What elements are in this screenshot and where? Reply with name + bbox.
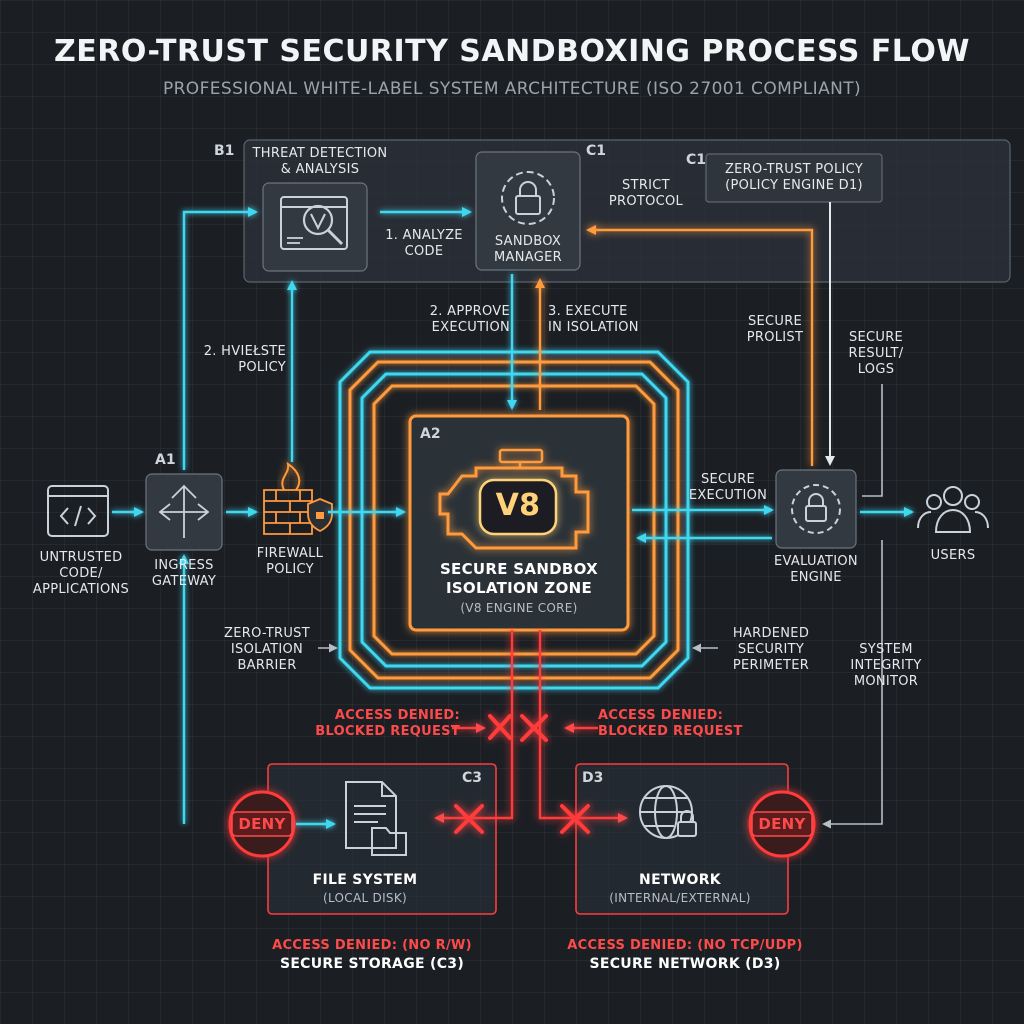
flow-zero-trust-barrier: ZERO-TRUST ISOLATION BARRIER <box>224 626 310 673</box>
flow-denied-left: ACCESS DENIED: BLOCKED REQUEST <box>315 708 460 739</box>
tag-c1-policy: C1 <box>686 152 707 168</box>
flow-system-integrity: SYSTEM INTEGRITY MONITOR <box>850 642 922 689</box>
threat-detection-icon <box>262 182 368 272</box>
flow-approve-execution: 2. APPROVE EXECUTION <box>429 304 510 335</box>
file-system-icon <box>345 781 407 856</box>
firewall-icon <box>263 461 333 535</box>
deny-left-label: DENY <box>238 815 286 833</box>
users-label: USERS <box>930 548 976 563</box>
arrow-gateway-to-threat <box>182 207 258 470</box>
network-label: NETWORK <box>639 872 721 888</box>
tag-b1: B1 <box>214 143 235 159</box>
tag-c1-manager: C1 <box>586 143 607 159</box>
page-title: ZERO-TRUST SECURITY SANDBOXING PROCESS F… <box>54 34 970 69</box>
blocked-x-icons <box>454 714 590 834</box>
sandbox-manager-icon <box>475 151 581 271</box>
flow-strict-protocol: STRICT PROTOCOL <box>608 178 684 209</box>
blocked-path-network <box>538 630 628 823</box>
arrow-monitor-to-deny <box>822 540 883 829</box>
flow-secure-prolist: SECURE PROLIST <box>746 314 804 345</box>
sandbox-zone-subtitle: (V8 ENGINE CORE) <box>460 601 578 615</box>
deny-badge-left <box>228 790 296 858</box>
ingress-gateway-label: INGRESS GATEWAY <box>151 558 217 589</box>
line-evaluation-to-logs <box>862 384 883 497</box>
policy-engine-box <box>705 153 883 203</box>
untrusted-code-label: UNTRUSTED CODE/ APPLICATIONS <box>32 550 130 597</box>
file-system-sublabel: (LOCAL DISK) <box>322 891 408 905</box>
blocked-path-storage <box>434 630 514 823</box>
storage-denied-note: ACCESS DENIED: (NO R/W) <box>272 938 472 953</box>
v8-engine-icon <box>438 448 590 550</box>
firewall-policy-label: FIREWALL POLICY <box>256 546 324 577</box>
page-subtitle: PROFESSIONAL WHITE-LABEL SYSTEM ARCHITEC… <box>162 79 862 99</box>
network-name: SECURE NETWORK (D3) <box>589 956 781 972</box>
users-icon <box>917 486 989 533</box>
tag-a1: A1 <box>155 452 176 468</box>
ingress-gateway-icon <box>145 473 223 551</box>
globe-lock-icon <box>639 785 697 839</box>
tag-d3: D3 <box>582 770 604 786</box>
evaluation-engine-icon <box>775 469 857 549</box>
network-sublabel: (INTERNAL/EXTERNAL) <box>609 891 751 905</box>
threat-detection-label: THREAT DETECTION & ANALYSIS <box>252 146 388 177</box>
deny-right-label: DENY <box>758 815 806 833</box>
storage-name: SECURE STORAGE (C3) <box>279 956 465 972</box>
flow-hvieste-policy: 2. HVIEŁSTE POLICY <box>203 344 286 375</box>
network-denied-note: ACCESS DENIED: (NO TCP/UDP) <box>567 938 803 953</box>
evaluation-engine-label: EVALUATION ENGINE <box>774 554 858 585</box>
deny-badge-right <box>748 790 816 858</box>
flow-hardened-perimeter: HARDENED SECURITY PERIMETER <box>732 626 810 673</box>
tag-c3: C3 <box>462 770 483 786</box>
sandbox-manager-label: SANDBOX MANAGER <box>494 234 562 265</box>
file-system-label: FILE SYSTEM <box>312 872 418 888</box>
flow-denied-right: ACCESS DENIED: BLOCKED REQUEST <box>598 708 743 739</box>
arrow-evaluation-to-manager <box>586 225 814 466</box>
flow-execute-isolation: 3. EXECUTE IN ISOLATION <box>548 304 639 335</box>
flow-secure-result-logs: SECURE RESULT/ LOGS <box>848 330 904 377</box>
flow-analyze-code: 1. ANALYZE CODE <box>385 228 463 259</box>
tag-a2: A2 <box>420 426 441 442</box>
flow-secure-execution: SECURE EXECUTION <box>688 472 768 503</box>
policy-engine-label: ZERO-TRUST POLICY (POLICY ENGINE D1) <box>724 162 864 193</box>
isolation-barrier-rings <box>338 350 690 690</box>
code-window-icon <box>47 485 109 537</box>
engine-badge-label: V8 <box>495 488 541 523</box>
sandbox-zone-title: SECURE SANDBOX ISOLATION ZONE <box>439 560 599 597</box>
